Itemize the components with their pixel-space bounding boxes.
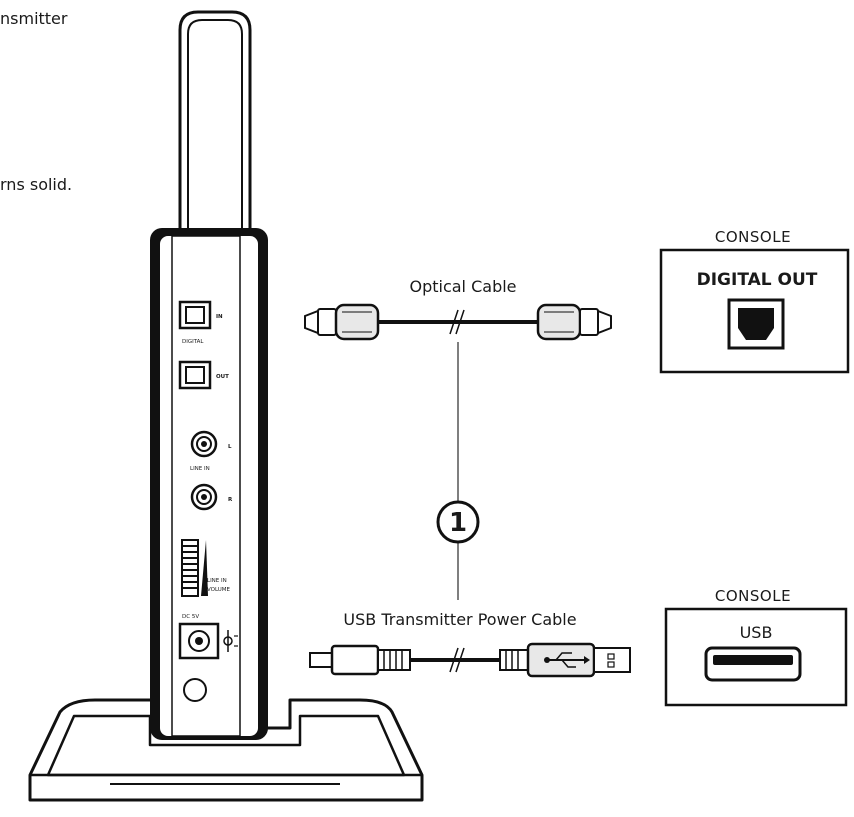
optical-plug-left (304, 303, 380, 341)
dc-power-jack (178, 622, 220, 660)
optical-plug-right (536, 303, 612, 341)
port-label-r: R (228, 497, 233, 503)
port-label-dc: DC 5V (182, 614, 199, 620)
port-label-in: IN (216, 314, 223, 320)
polarity-icon (223, 630, 238, 652)
digital-in-port (178, 300, 212, 330)
port-label-volume-2: VOLUME (207, 587, 231, 593)
console-digital-panel: DIGITAL OUT (659, 248, 850, 374)
digital-out-port (178, 360, 212, 390)
port-label-volume-1: LINE IN (207, 578, 227, 584)
usb-port-label: USB (740, 623, 773, 642)
optical-cable-label: Optical Cable (409, 277, 516, 296)
step-marker: 1 (436, 500, 480, 544)
step-number: 1 (449, 508, 467, 538)
line-in-left-jack (190, 430, 218, 458)
optical-port-icon (727, 298, 785, 350)
transmitter-antenna (178, 10, 252, 232)
port-label-l: L (228, 444, 232, 450)
port-label-line-in: LINE IN (190, 466, 210, 472)
console-usb-panel: USB (664, 607, 848, 707)
reset-hole (183, 678, 207, 702)
dc-plug (309, 644, 411, 676)
usb-port-icon (704, 646, 802, 682)
usb-cable-label: USB Transmitter Power Cable (343, 610, 576, 629)
usb-trident-icon (544, 652, 590, 668)
console-usb-title: CONSOLE (715, 587, 791, 605)
transmitter-base (28, 698, 424, 802)
usb-plug (499, 642, 631, 678)
console-digital-title: CONSOLE (715, 228, 791, 246)
optical-cable (304, 303, 612, 341)
port-label-digital: DIGITAL (182, 339, 204, 345)
usb-power-cable (309, 642, 631, 678)
intro-text-line-1: nsmitter (0, 9, 68, 28)
digital-out-label: DIGITAL OUT (697, 270, 818, 290)
line-in-right-jack (190, 483, 218, 511)
port-label-out: OUT (216, 374, 229, 380)
volume-wheel (181, 539, 208, 597)
intro-text-line-2: rns solid. (0, 175, 72, 194)
